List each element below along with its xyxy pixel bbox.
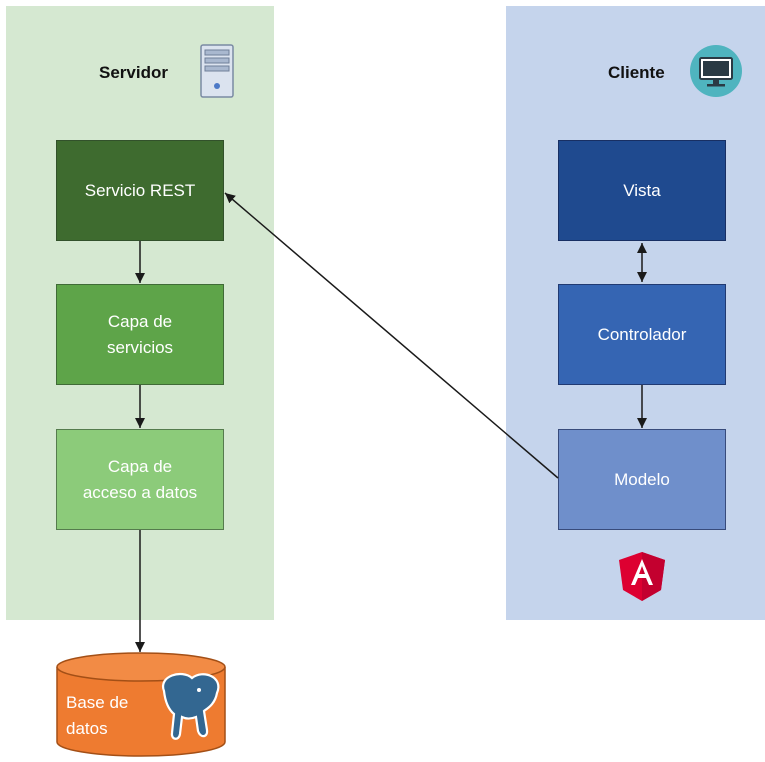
monitor-icon (690, 45, 742, 97)
node-modelo: Modelo (558, 429, 726, 530)
node-capa-acceso-datos: Capa de acceso a datos (56, 429, 224, 530)
node-vista: Vista (558, 140, 726, 241)
client-title: Cliente (608, 63, 665, 82)
node-servicio-rest: Servicio REST (56, 140, 224, 241)
database-label: Base de datos (66, 693, 129, 738)
node-label: Vista (623, 180, 661, 200)
node-label: Servicio REST (84, 180, 196, 200)
node-label: Controlador (597, 324, 687, 344)
node-controlador: Controlador (558, 284, 726, 385)
server-tower-icon (200, 44, 234, 98)
postgresql-elephant-icon (161, 673, 220, 740)
node-label: Capa de servicios (106, 311, 174, 357)
angular-logo-icon (619, 552, 665, 601)
arrow-model-to-rest (224, 192, 559, 479)
node-label: Modelo (614, 469, 670, 489)
node-label: Capa de acceso a datos (82, 456, 198, 502)
node-capa-servicios: Capa de servicios (56, 284, 224, 385)
server-title: Servidor (99, 63, 168, 82)
